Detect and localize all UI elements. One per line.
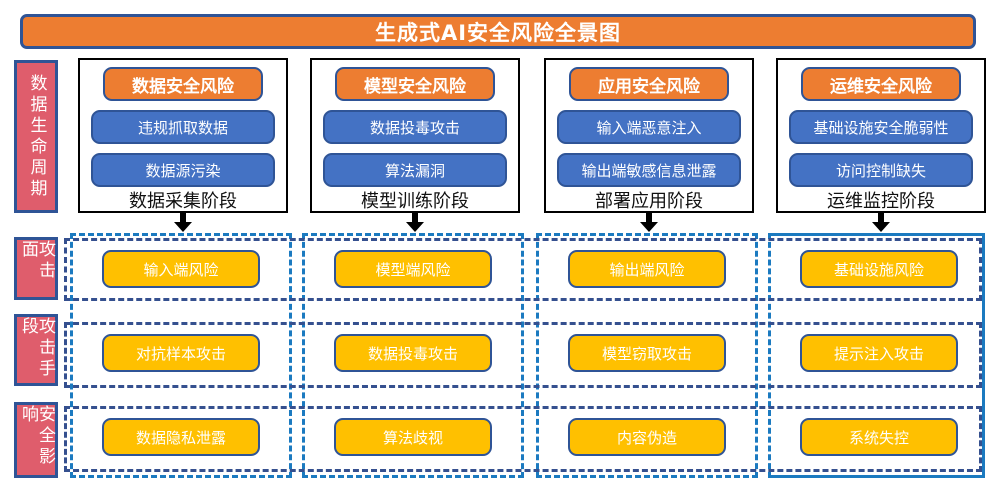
attack-surface-cell: 模型端风险 [334, 250, 492, 288]
page-title: 生成式AI安全风险全景图 [20, 14, 976, 49]
risk-item: 输出端敏感信息泄露 [557, 153, 741, 187]
attack-surface-cell: 基础设施风险 [800, 250, 958, 288]
dashed-row-frame-attack-surface [64, 238, 982, 301]
lifecycle-column-data: 数据安全风险 违规抓取数据 数据源污染 数据采集阶段 [78, 58, 288, 213]
dashed-row-frame-attack-means [64, 322, 982, 388]
down-arrow-icon [174, 211, 192, 232]
side-label-data-lifecycle: 数据生命周期 [14, 60, 58, 213]
dashed-column-frame [536, 233, 758, 478]
risk-item: 基础设施安全脆弱性 [789, 110, 973, 144]
side-label-security-impact: 安全影响 [14, 402, 58, 478]
attack-means-cell: 对抗样本攻击 [102, 334, 260, 372]
lifecycle-column-operations: 运维安全风险 基础设施安全脆弱性 访问控制缺失 运维监控阶段 [776, 58, 986, 213]
dashed-column-frame [302, 233, 524, 478]
column-header: 数据安全风险 [103, 67, 263, 101]
security-impact-cell: 算法歧视 [334, 418, 492, 456]
security-impact-cell: 内容伪造 [568, 418, 726, 456]
side-label-attack-surface: 攻击面 [14, 237, 58, 300]
down-arrow-icon [640, 211, 658, 232]
dashed-row-frame-security-impact [64, 406, 982, 472]
stage-label: 运维监控阶段 [827, 191, 935, 212]
security-impact-cell: 数据隐私泄露 [102, 418, 260, 456]
column-header: 应用安全风险 [569, 67, 729, 101]
dashed-column-frame [70, 233, 292, 478]
risk-item: 输入端恶意注入 [557, 110, 741, 144]
risk-item: 算法漏洞 [323, 153, 507, 187]
attack-surface-cell: 输出端风险 [568, 250, 726, 288]
down-arrow-icon [872, 211, 890, 232]
lifecycle-column-model: 模型安全风险 数据投毒攻击 算法漏洞 模型训练阶段 [310, 58, 520, 213]
stage-label: 模型训练阶段 [361, 191, 469, 212]
dashed-column-frame [768, 233, 985, 478]
attack-means-cell: 模型窃取攻击 [568, 334, 726, 372]
stage-label: 数据采集阶段 [129, 191, 237, 212]
column-header: 运维安全风险 [801, 67, 961, 101]
column-header: 模型安全风险 [335, 67, 495, 101]
stage-label: 部署应用阶段 [595, 191, 703, 212]
attack-means-cell: 提示注入攻击 [800, 334, 958, 372]
attack-means-cell: 数据投毒攻击 [334, 334, 492, 372]
security-impact-cell: 系统失控 [800, 418, 958, 456]
risk-item: 数据投毒攻击 [323, 110, 507, 144]
risk-item: 访问控制缺失 [789, 153, 973, 187]
risk-item: 数据源污染 [91, 153, 275, 187]
side-label-attack-means: 攻击手段 [14, 314, 58, 386]
lifecycle-column-application: 应用安全风险 输入端恶意注入 输出端敏感信息泄露 部署应用阶段 [544, 58, 754, 213]
risk-item: 违规抓取数据 [91, 110, 275, 144]
attack-surface-cell: 输入端风险 [102, 250, 260, 288]
down-arrow-icon [406, 211, 424, 232]
